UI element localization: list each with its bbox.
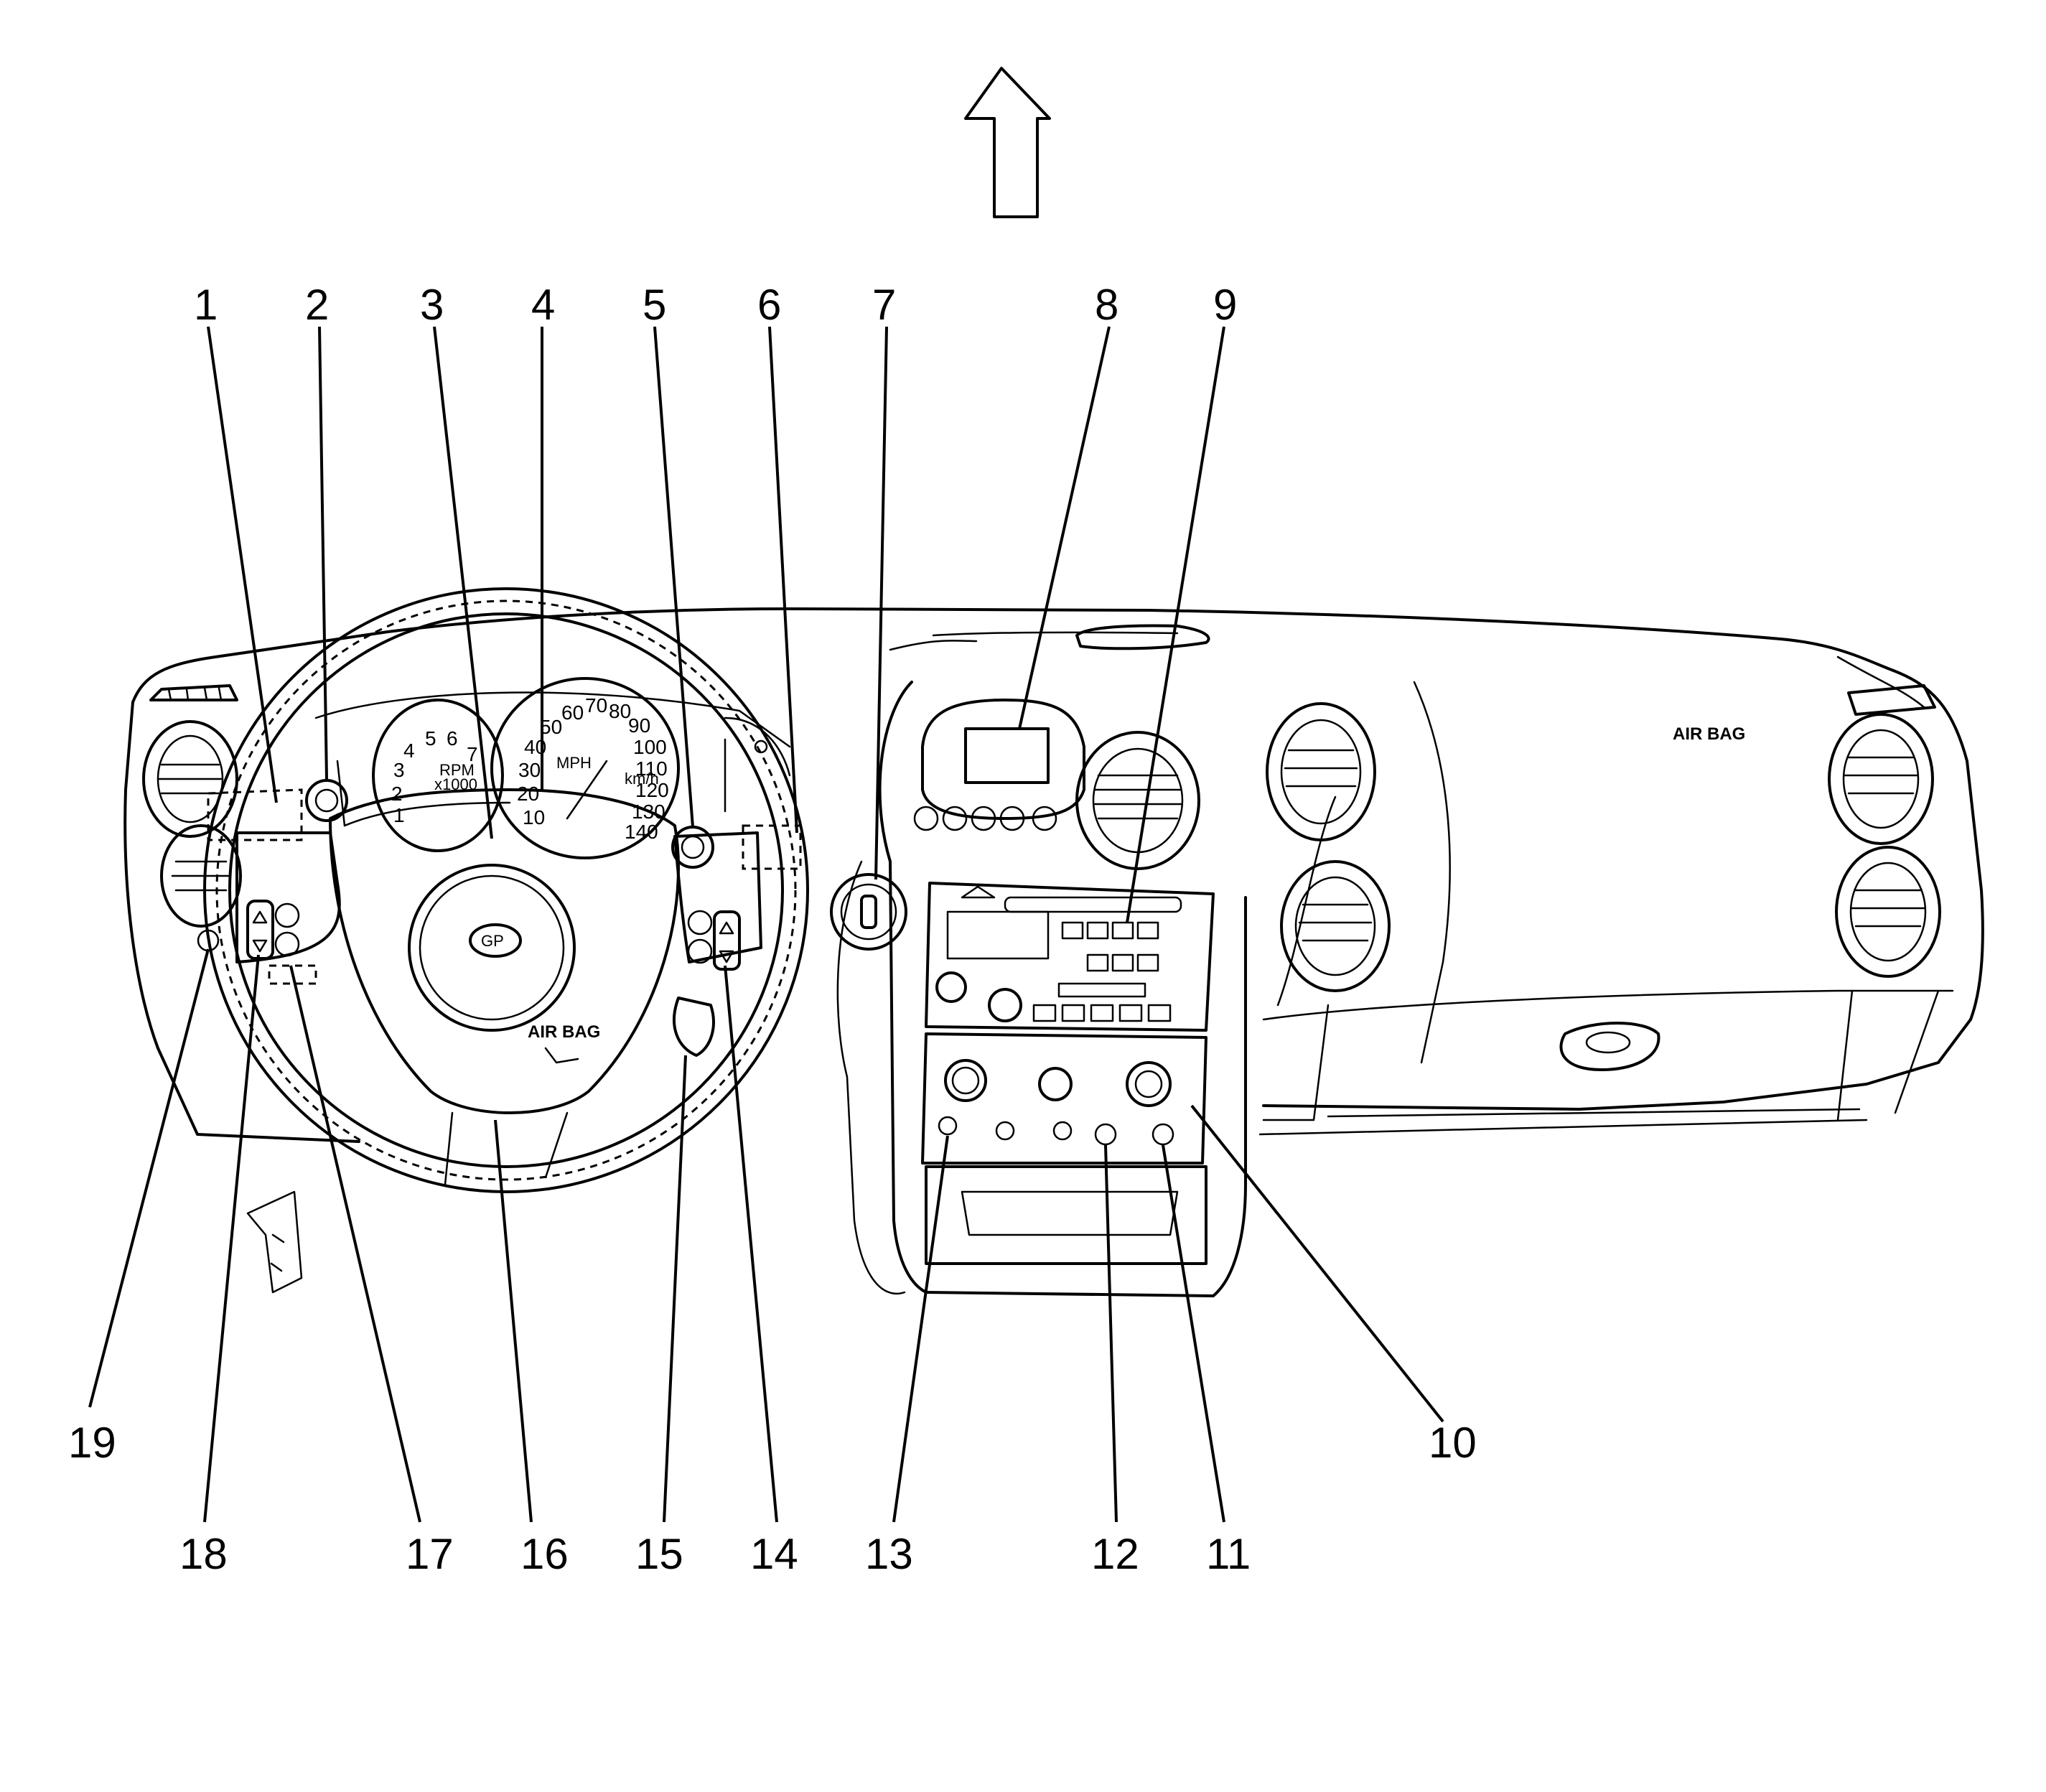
callout-11: 11 [1206,1530,1251,1578]
radio-unit [925,882,1215,1032]
leader-line [203,954,260,1523]
steering-wheel-airbag: GP AIR BAG [408,864,600,1064]
leader-line [1162,1144,1225,1523]
leader-line [433,326,493,839]
leader-line [1104,1144,1118,1523]
tach-tick: 6 [447,727,458,750]
tach-tick: 4 [403,739,415,762]
speedo-tick: 50 [540,716,562,738]
display-button-icon [1032,806,1057,831]
display-button-icon [971,806,996,831]
leader-line [494,1119,533,1523]
leader-line [663,1055,687,1523]
callout-13: 13 [865,1530,913,1578]
tach-scale: x1000 [434,775,477,793]
tach-tick: 7 [467,743,478,765]
callout-4: 4 [531,281,555,329]
right-vents [1266,684,1941,992]
left-stalk-area [197,779,348,985]
leader-line [724,965,778,1523]
display-button-icon [999,806,1025,831]
storage-bin [925,1165,1207,1265]
wheel-logo: GP [481,932,504,950]
callout-19: 19 [68,1419,116,1467]
speedo-tick: 30 [518,759,541,781]
callout-10: 10 [1429,1419,1477,1467]
dash-airbag-label: AIR BAG [1673,724,1745,744]
center-display [913,699,1085,831]
leader-line [318,326,328,780]
tach-tick: 1 [393,804,405,826]
callout-7: 7 [872,281,896,329]
glovebox-latch [1559,1022,1660,1071]
right-wheel-control-buttons [713,910,741,971]
callout-12: 12 [1091,1530,1139,1578]
speedo-tick: 60 [561,701,584,724]
callout-18: 18 [179,1530,228,1578]
callout-3: 3 [420,281,444,329]
dashboard-outline [123,607,1984,1297]
climate-control [921,1032,1207,1165]
callout-16: 16 [520,1530,569,1578]
left-side-vents [142,684,242,928]
display-button-icon [913,806,939,831]
leader-line [768,326,798,834]
leader-line [653,326,694,828]
display-button-icon [942,806,968,831]
speedo-tick: 90 [628,714,650,737]
ignition-switch [830,873,907,951]
steering-wheel [203,587,809,1294]
speedo-unit-kmh: km/h [625,770,659,788]
leader-lines [88,326,1444,1523]
callout-9: 9 [1213,281,1237,329]
callout-numbers: 1 2 3 4 5 6 7 8 9 10 11 12 13 14 15 16 1… [68,281,1477,1578]
leader-line [1190,1104,1444,1423]
up-arrow-icon [964,67,1051,218]
leader-line [207,326,278,803]
callout-8: 8 [1095,281,1118,329]
speedo-tick: 70 [585,694,607,717]
leader-line [1018,326,1111,729]
leader-line [874,326,888,880]
tach-unit: RPM [439,761,475,779]
leader-line [88,948,210,1408]
speedo-tick: 120 [635,779,669,801]
speedo-tick: 80 [609,700,631,722]
speedo-tick: 20 [517,783,539,805]
callout-17: 17 [406,1530,454,1578]
tach-tick: 2 [391,783,403,805]
speedo-tick: 130 [632,801,665,823]
speedo-tick: 140 [625,821,658,843]
speedometer-gauge [490,677,680,859]
callout-15: 15 [635,1530,683,1578]
callout-5: 5 [643,281,666,329]
speedo-tick: 10 [523,806,545,829]
callout-2: 2 [305,281,329,329]
left-wheel-control-buttons [246,900,274,960]
leader-line [289,965,421,1523]
callout-1: 1 [194,281,218,329]
tach-tick: 3 [393,759,405,781]
leader-line [1126,326,1225,923]
wiper-switch-icon [305,779,348,822]
instrument-cluster: 1 2 3 4 5 6 7 RPM x1000 10 20 30 40 50 6… [314,677,791,859]
speedo-tick: 110 [635,757,668,780]
speedo-unit: MPH [556,754,592,772]
callout-14: 14 [750,1530,798,1578]
tach-tick: 5 [425,727,436,750]
callout-6: 6 [757,281,781,329]
leader-line [892,1135,949,1523]
wheel-airbag-label: AIR BAG [528,1022,600,1042]
tachometer-gauge [372,699,504,852]
speedo-tick: 100 [633,736,667,758]
